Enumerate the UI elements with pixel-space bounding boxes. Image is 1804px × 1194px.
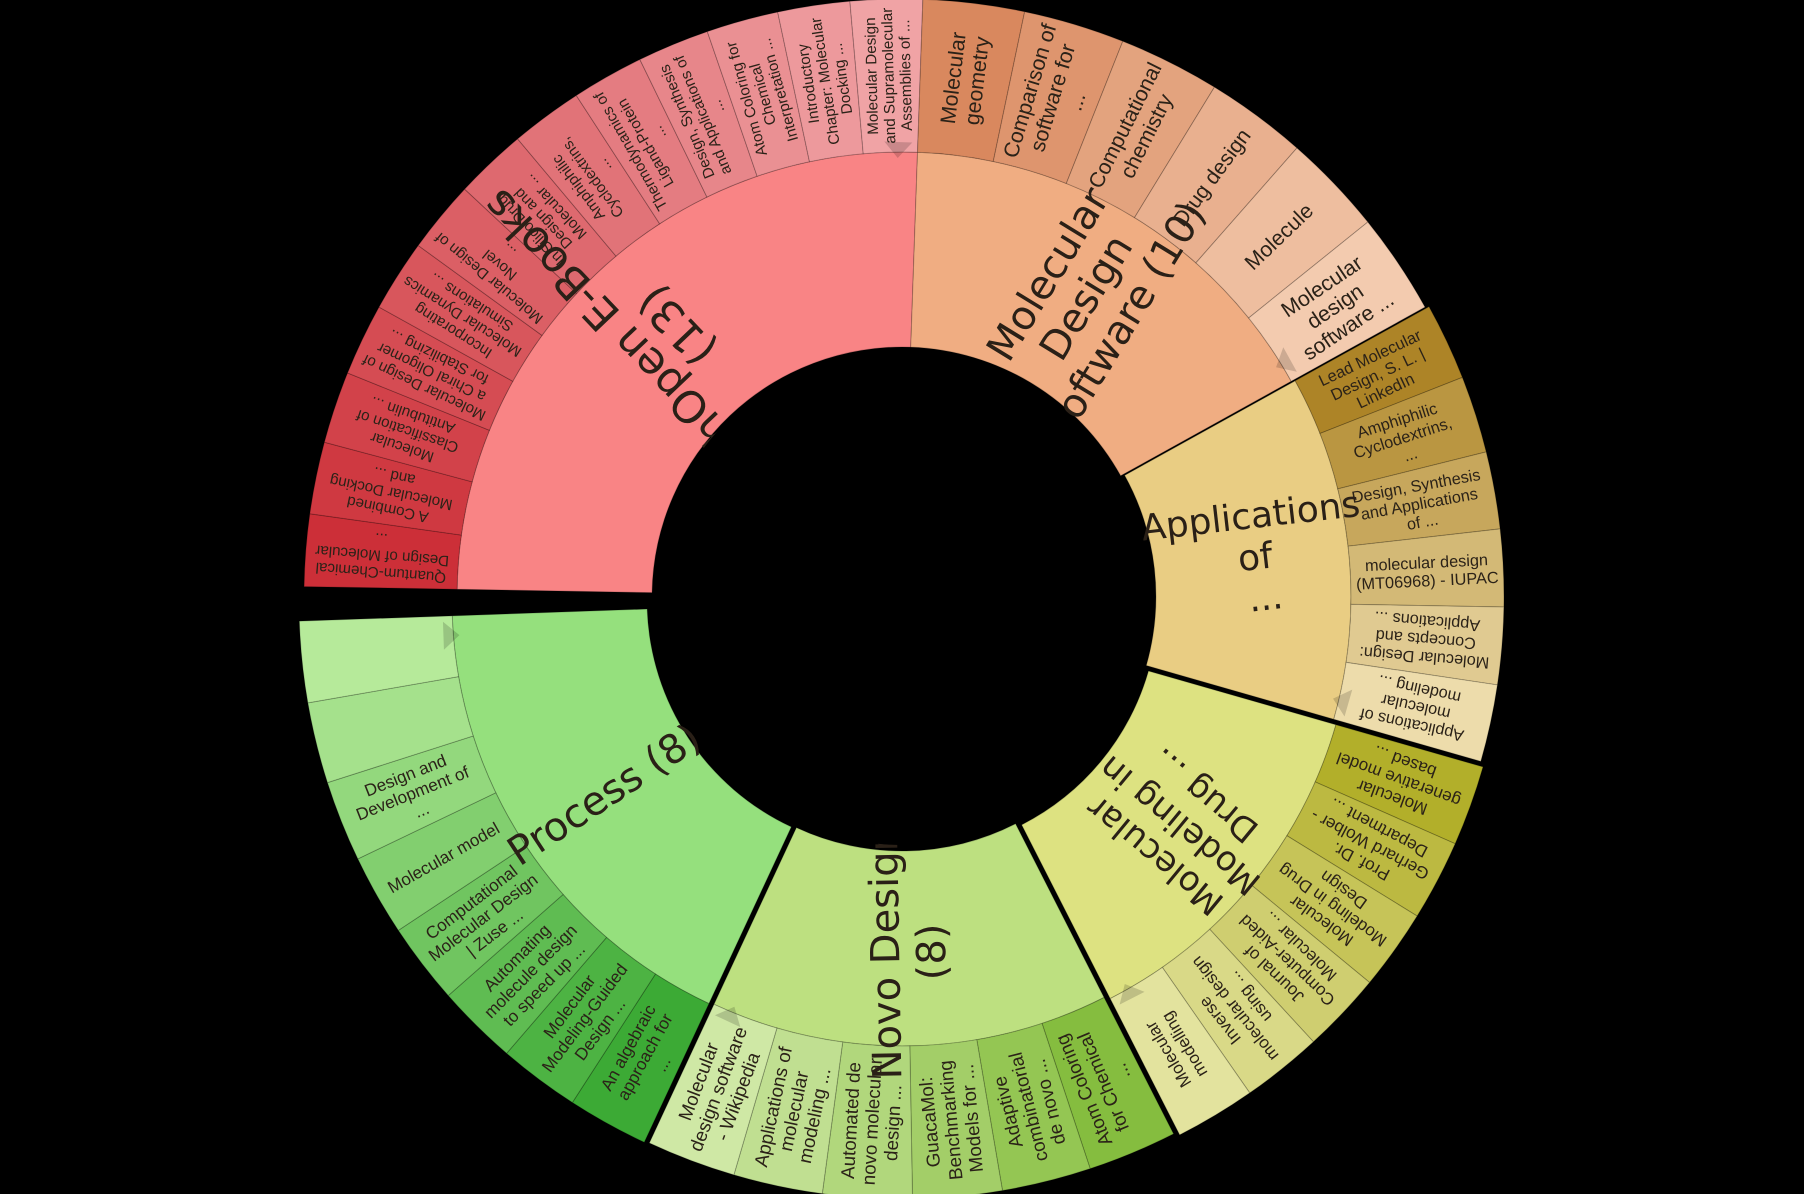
subtopic-label: IntroductoryChapter: MolecularDocking ..… (791, 14, 860, 148)
expand-marker-icon (1119, 983, 1145, 1005)
subtopic-segment[interactable] (307, 676, 474, 784)
subtopic-segment[interactable] (378, 244, 543, 382)
subtopic-segment[interactable] (706, 11, 811, 177)
subtopic-label: Adaptivecombinatorialde novo ... (984, 1045, 1072, 1169)
subtopic-segment[interactable] (298, 615, 460, 704)
subtopic-segment[interactable] (1314, 724, 1484, 845)
category-segment[interactable] (713, 823, 1105, 1047)
subtopic-segment[interactable] (733, 1027, 844, 1194)
category-group: Atom Coloringfor Chemical ...Adaptivecom… (648, 823, 1175, 1194)
expand-marker-icon (442, 621, 460, 650)
subtopic-segment[interactable] (505, 936, 657, 1104)
subtopic-segment[interactable] (1337, 451, 1501, 547)
subtopic-label: Molecular Designand SupramolecularAssemb… (862, 7, 917, 144)
subtopic-segment[interactable] (1247, 221, 1426, 382)
category-group: Moleculargenerative modelbased ...Prof. … (1020, 670, 1484, 1136)
subtopic-segment[interactable] (639, 30, 758, 198)
subtopic-label: molecular design(MT06968) - IUPAC (1355, 551, 1499, 594)
subtopic-segment[interactable] (1209, 884, 1371, 1043)
category-group: Quantum-ChemicalDesign of Molecular ...A… (303, 0, 924, 594)
category-group: An algebraicapproach for ...MolecularMod… (298, 608, 793, 1143)
subtopic-label: Molecular Design:Concepts andApplication… (1359, 606, 1493, 671)
subtopic-segment[interactable] (447, 893, 608, 1055)
subtopic-segment[interactable] (417, 188, 578, 337)
expand-marker-icon (1276, 347, 1297, 372)
expand-marker-icon (884, 141, 913, 159)
subtopic-segment[interactable] (309, 441, 473, 536)
subtopic-segment[interactable] (849, 0, 924, 155)
subtopic-segment[interactable] (1250, 835, 1418, 984)
subtopic-segment[interactable] (1109, 966, 1251, 1136)
category-group: Lead MolecularDesign, S. L. |LinkedInAmp… (1123, 305, 1505, 762)
center-hole (654, 349, 1150, 845)
subtopic-segment[interactable] (516, 94, 661, 257)
subtopic-segment[interactable] (1345, 603, 1505, 686)
subtopic-segment[interactable] (1065, 40, 1216, 219)
category-segment[interactable] (1123, 380, 1352, 720)
category-label: Novo Design(8) (861, 825, 957, 1080)
subtopic-label: Automated denovo moleculardesign ... (837, 1056, 907, 1187)
expand-marker-icon (1333, 689, 1353, 717)
expand-marker-icon (714, 1006, 741, 1028)
subtopic-segment[interactable] (1294, 305, 1464, 435)
subtopic-segment[interactable] (571, 973, 710, 1143)
category-segment[interactable] (910, 151, 1292, 477)
category-segment[interactable] (1020, 670, 1337, 1000)
subtopic-segment[interactable] (346, 306, 514, 431)
subtopic-segment[interactable] (1333, 661, 1498, 762)
subtopic-segment[interactable] (303, 513, 462, 590)
category-segment[interactable] (451, 608, 793, 1005)
subtopic-segment[interactable] (575, 58, 708, 225)
subtopic-segment[interactable] (648, 1003, 778, 1176)
subtopic-segment[interactable] (397, 845, 564, 997)
